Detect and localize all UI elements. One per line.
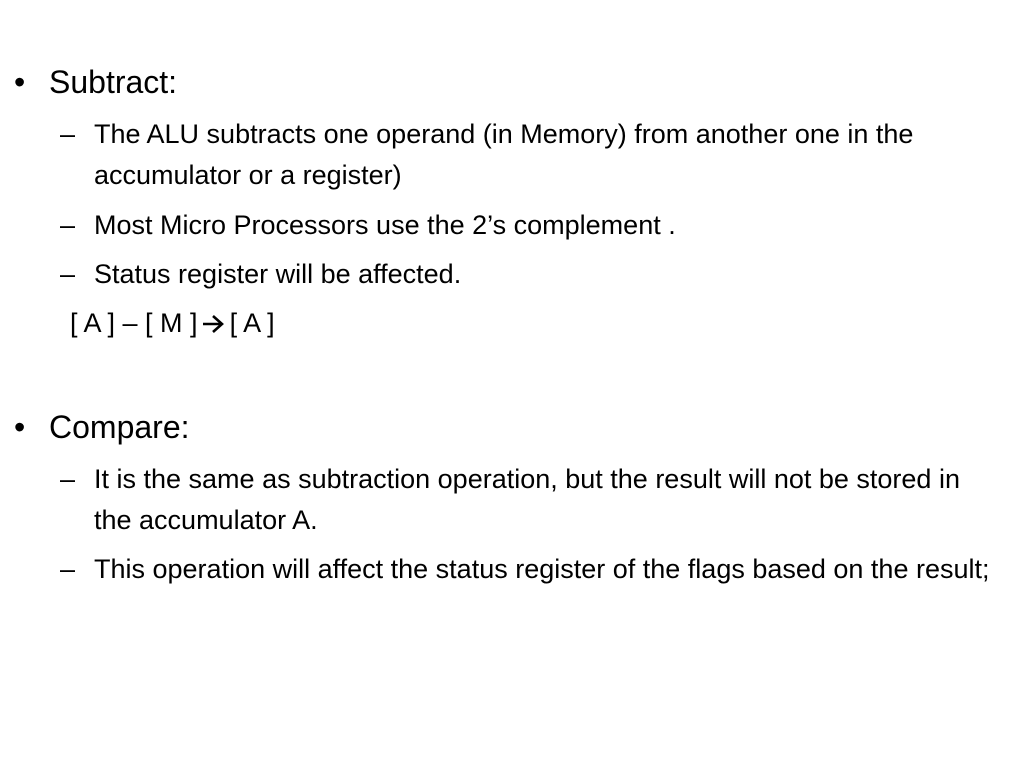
dash-marker: – bbox=[60, 259, 76, 289]
subtract-point-text: Status register will be affected. bbox=[94, 259, 462, 289]
bullet-marker: • bbox=[14, 64, 26, 100]
subtract-point-text: The ALU subtracts one operand (in Memory… bbox=[94, 119, 914, 190]
subtract-point-1: – The ALU subtracts one operand (in Memo… bbox=[60, 114, 990, 196]
subtract-point-2: – Most Micro Processors use the 2’s comp… bbox=[60, 205, 990, 246]
bullet-marker: • bbox=[14, 409, 26, 445]
compare-heading-row: • Compare: bbox=[14, 408, 190, 446]
dash-marker: – bbox=[60, 210, 76, 240]
subtract-formula: [ A ] – [ M ] [ A ] bbox=[70, 303, 275, 344]
compare-heading: Compare: bbox=[49, 409, 190, 445]
dash-marker: – bbox=[60, 119, 76, 149]
formula-left: [ A ] – [ M ] bbox=[70, 308, 198, 338]
dash-marker: – bbox=[60, 464, 76, 494]
subtract-point-text: Most Micro Processors use the 2’s comple… bbox=[94, 210, 676, 240]
subtract-point-3: – Status register will be affected. bbox=[60, 254, 990, 295]
dash-marker: – bbox=[60, 554, 76, 584]
compare-point-1: – It is the same as subtraction operatio… bbox=[60, 459, 990, 541]
right-arrow-icon bbox=[202, 314, 224, 333]
compare-point-text: This operation will affect the status re… bbox=[94, 554, 990, 584]
compare-point-text: It is the same as subtraction operation,… bbox=[94, 464, 960, 535]
subtract-heading: Subtract: bbox=[49, 64, 178, 100]
compare-point-2: – This operation will affect the status … bbox=[60, 549, 990, 590]
subtract-heading-row: • Subtract: bbox=[14, 63, 177, 101]
formula-right: [ A ] bbox=[229, 308, 275, 338]
